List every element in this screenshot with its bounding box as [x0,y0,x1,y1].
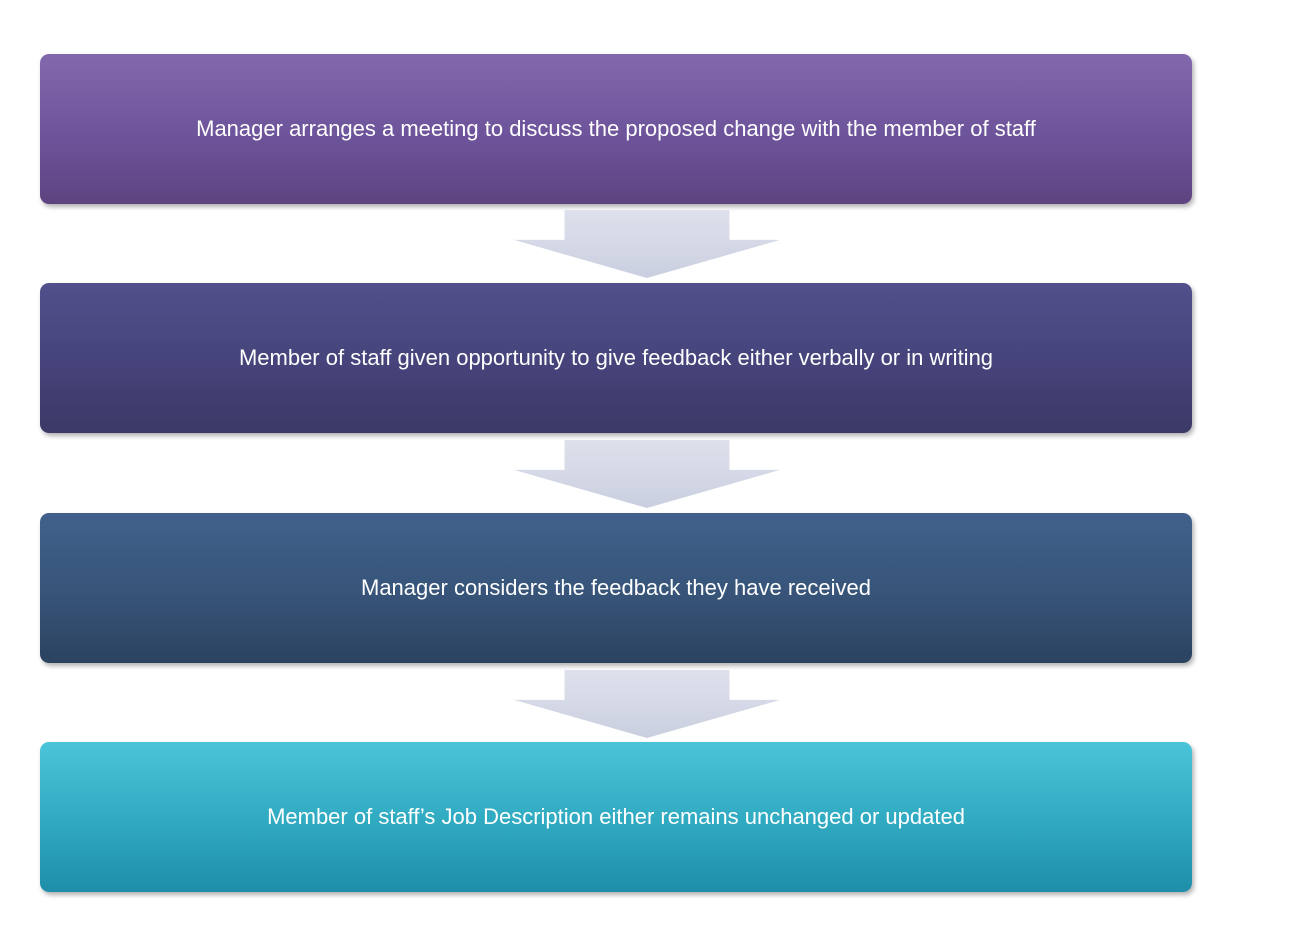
process-step-3: Manager considers the feedback they have… [40,513,1192,663]
process-step-4-label: Member of staff’s Job Description either… [267,803,965,829]
process-step-3-label: Manager considers the feedback they have… [361,574,871,600]
process-step-4: Member of staff’s Job Description either… [40,742,1192,892]
down-arrow-icon [514,440,780,508]
process-step-1: Manager arranges a meeting to discuss th… [40,54,1192,204]
process-step-2: Member of staff given opportunity to giv… [40,283,1192,433]
down-arrow-shape [514,670,780,738]
process-step-2-label: Member of staff given opportunity to giv… [238,344,994,370]
down-arrow-icon [514,210,780,278]
down-arrow-icon [514,670,780,738]
process-step-1-label: Manager arranges a meeting to discuss th… [196,115,1036,141]
down-arrow-shape [514,210,780,278]
down-arrow-shape [514,440,780,508]
